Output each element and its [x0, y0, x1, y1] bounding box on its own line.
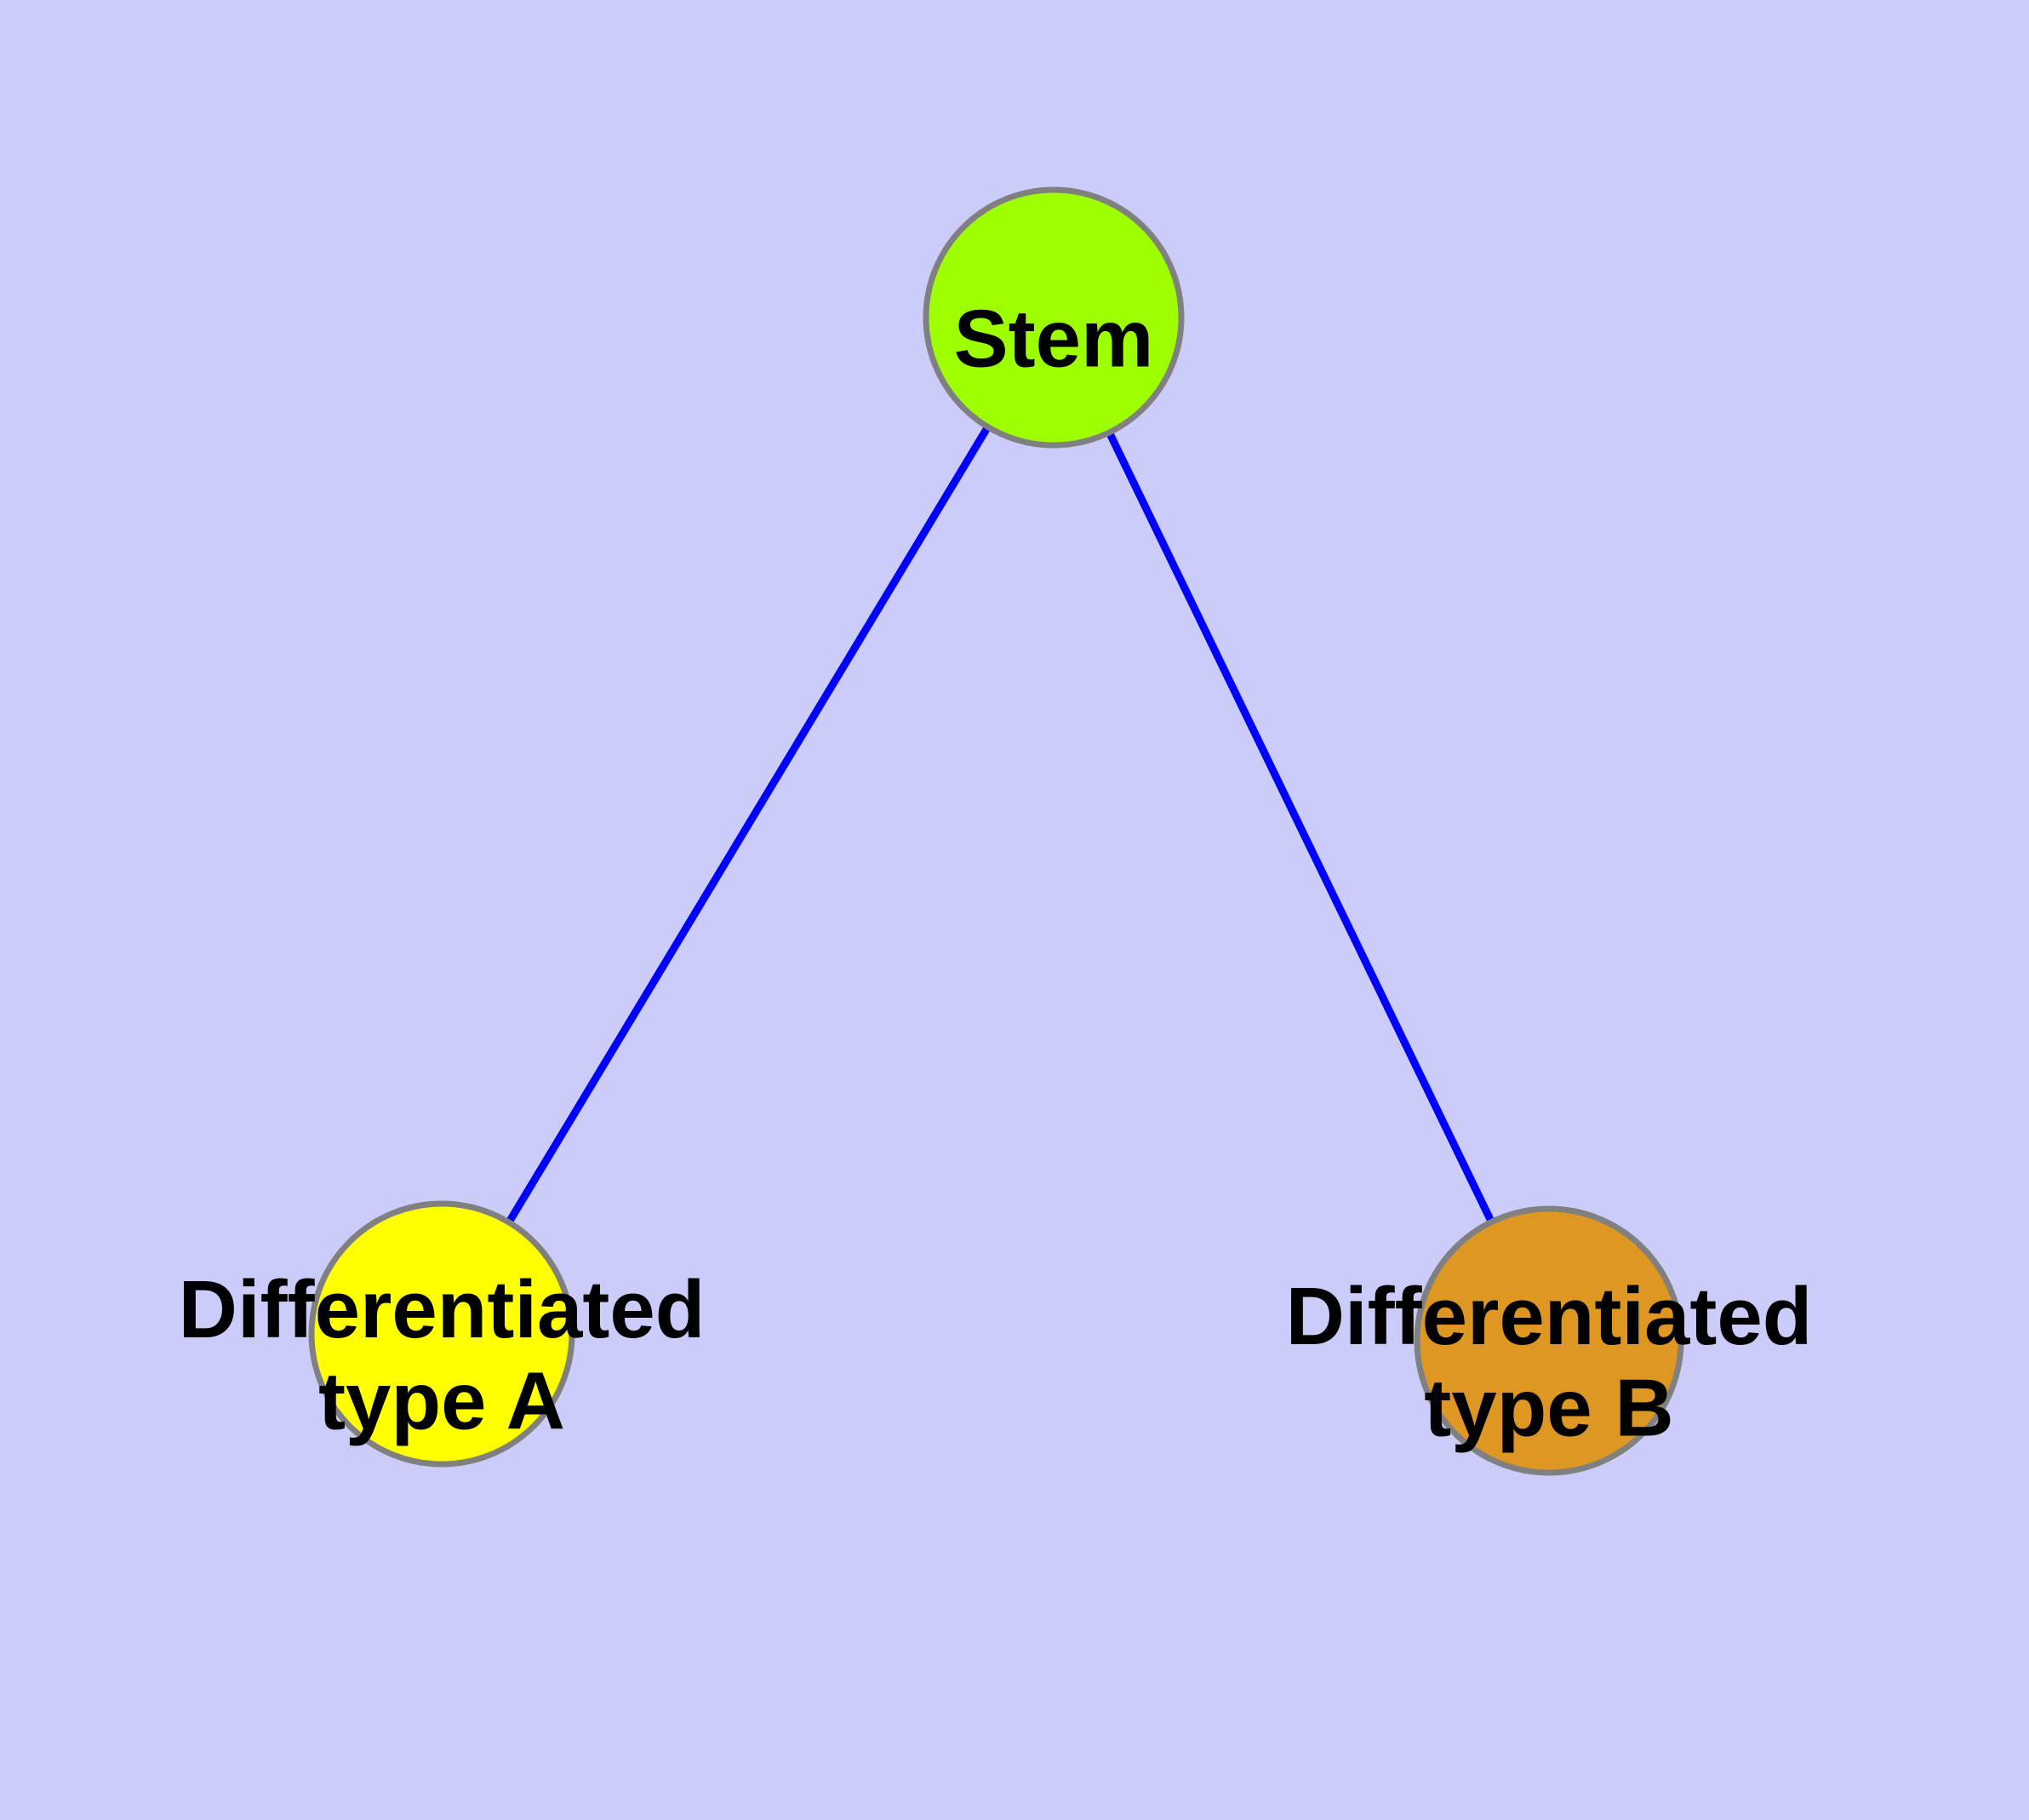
node-circle-diff-b[interactable] — [1414, 1205, 1684, 1476]
node-label-line: Differentiated — [179, 1264, 706, 1355]
node-label-line: type A — [318, 1356, 565, 1447]
graph-edge-stem-to-a — [506, 426, 991, 1223]
node-label-line: Differentiated — [1286, 1271, 1813, 1362]
node-circle-diff-a[interactable] — [308, 1200, 575, 1468]
edge-layer — [506, 426, 1495, 1223]
node-circle-stem[interactable] — [923, 186, 1185, 449]
graph-node-stem[interactable]: Stem — [923, 186, 1185, 449]
graph-edge-stem-to-b — [1106, 432, 1495, 1222]
node-label-line: type B — [1424, 1363, 1673, 1454]
node-label-stem: Stem — [954, 294, 1154, 385]
node-label-line: Stem — [954, 294, 1154, 385]
